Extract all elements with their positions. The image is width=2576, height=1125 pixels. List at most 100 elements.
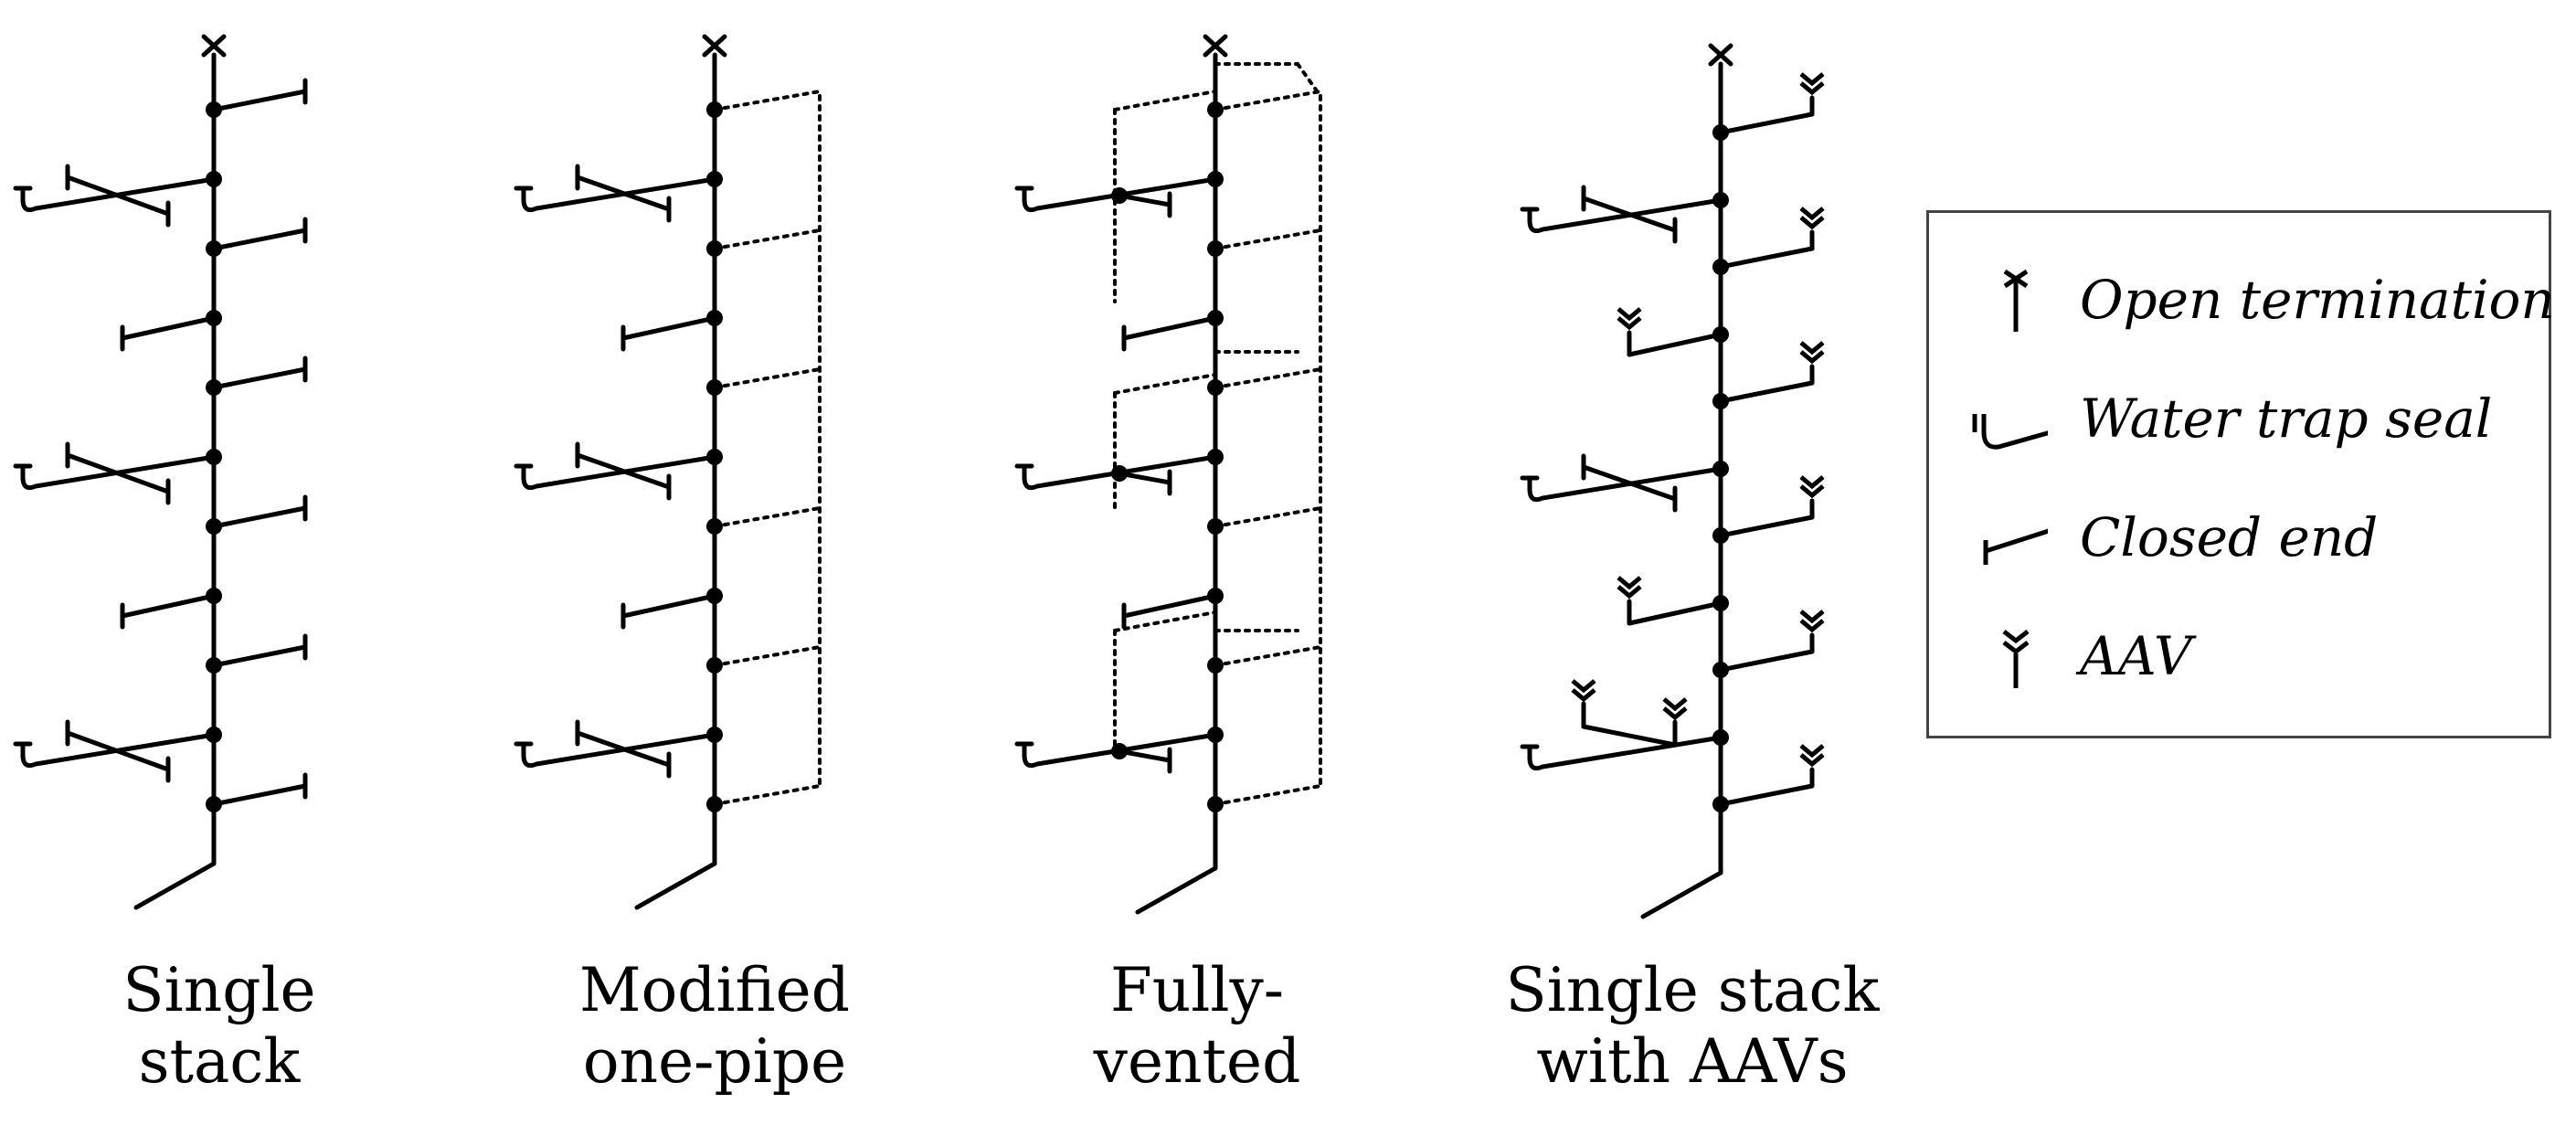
branch-pipe	[211, 366, 308, 390]
open-termination-icon	[702, 34, 727, 58]
water-trap-seal-icon	[1022, 454, 1216, 491]
aav-icon	[1799, 753, 1825, 768]
legend-label: Open termination	[2080, 269, 2555, 331]
crossing-branch	[575, 452, 672, 490]
legend-item-closed-end: Closed end	[1929, 496, 2554, 578]
water-trap-seal-icon	[1972, 414, 2048, 450]
branch-pipe	[211, 644, 308, 668]
branch-pipe	[620, 593, 717, 619]
aav-icon	[1799, 81, 1825, 96]
caption-line-1: Single	[122, 955, 316, 1025]
water-trap-seal-icon	[521, 176, 716, 213]
aav-icon	[1662, 706, 1688, 721]
branch-pipe	[1121, 315, 1218, 341]
legend: Open termination Water trap seal Closed …	[1926, 210, 2555, 738]
aav-icon	[1617, 585, 1642, 600]
stack-outlet	[133, 861, 217, 910]
branch-pipe	[120, 593, 217, 619]
aav-icon	[1799, 216, 1825, 230]
aav-icon	[2002, 630, 2030, 688]
aav-icon	[1799, 475, 1825, 490]
branch-pipe	[1121, 593, 1218, 619]
legend-item-aav: AAV	[1929, 615, 2554, 697]
crossing-branch	[1581, 196, 1678, 233]
legend-label: AAV	[2080, 625, 2192, 687]
legend-label: Closed end	[2080, 506, 2379, 568]
open-termination-icon	[201, 34, 227, 58]
vent-branch	[1214, 367, 1322, 389]
aav-icon	[1617, 316, 1642, 331]
caption-fully-vented: Fully- vented	[1005, 955, 1389, 1098]
branch-pipe	[1627, 600, 1723, 626]
branch-pipe	[211, 228, 308, 251]
open-termination-icon	[1203, 34, 1228, 58]
vent-branch	[1214, 90, 1322, 111]
crossing-branch	[1117, 748, 1172, 763]
crossing-branch	[1581, 464, 1678, 502]
water-trap-seal-icon	[1527, 197, 1722, 234]
branch-pipe	[1718, 515, 1815, 538]
water-trap-seal-icon	[20, 732, 215, 769]
aav-icon	[1799, 350, 1825, 365]
legend-label: Water trap seal	[2080, 387, 2493, 450]
water-trap-seal-icon	[20, 454, 215, 491]
caption-single-stack-aavs: Single stack with AAVs	[1500, 955, 1884, 1098]
caption-line-2: one-pipe	[582, 1026, 847, 1097]
branch-vent	[1113, 373, 1217, 395]
aav-icon	[1662, 697, 1688, 712]
water-trap-seal-icon	[1527, 466, 1722, 503]
aav-icon	[1799, 341, 1825, 356]
open-termination-icon	[2003, 269, 2029, 332]
water-trap-seal-icon	[521, 454, 716, 491]
vent-branch	[1214, 506, 1322, 528]
branch-pipe	[211, 783, 308, 807]
aav-icon	[1799, 72, 1825, 87]
caption-line-2: vented	[1093, 1026, 1301, 1097]
vent-branch	[1214, 784, 1322, 806]
stack-outlet	[1640, 870, 1723, 919]
legend-item-open-termination: Open termination	[1929, 259, 2555, 341]
aav-icon	[1799, 744, 1825, 759]
aav-icon	[1799, 484, 1825, 499]
caption-line-2: with AAVs	[1536, 1026, 1849, 1097]
branch-pipe	[620, 315, 717, 341]
branch-pipe	[211, 89, 308, 112]
water-trap-seal-icon	[20, 176, 215, 213]
crossing-branch	[575, 175, 672, 212]
branch-vent	[1113, 90, 1217, 111]
aav-icon	[1617, 576, 1642, 590]
water-trap-seal-icon	[521, 732, 716, 769]
vent-branch	[1214, 645, 1322, 667]
aav-icon	[1799, 619, 1825, 633]
crossing-branch	[1117, 193, 1172, 207]
crossing-branch	[65, 730, 171, 772]
branch-pipe	[120, 315, 217, 341]
vent-branch	[713, 228, 822, 250]
water-trap-seal-icon	[1527, 735, 1722, 771]
open-termination-icon	[1708, 43, 1733, 67]
water-trap-seal-icon	[1022, 176, 1216, 213]
crossing-branch	[1117, 471, 1172, 485]
branch-pipe	[1718, 246, 1815, 270]
vent-branch	[713, 90, 822, 111]
aav-icon	[1617, 307, 1642, 322]
aav-icon	[1571, 688, 1596, 703]
branch-pipe	[1718, 111, 1815, 135]
vent-branch	[1214, 228, 1322, 250]
caption-single-stack: Single stack	[27, 955, 411, 1098]
branch-vent	[1113, 610, 1217, 632]
legend-item-water-trap-seal: Water trap seal	[1929, 377, 2554, 460]
branch-pipe	[1627, 332, 1723, 357]
closed-end-icon	[1983, 528, 2048, 565]
branch-pipe	[211, 505, 308, 529]
water-trap-seal-icon	[1022, 732, 1216, 769]
aav-icon	[1571, 679, 1596, 694]
crossing-branch	[65, 452, 171, 494]
stack-outlet	[634, 861, 717, 910]
caption-line-1: Fully-	[1109, 955, 1285, 1025]
stack-outlet	[1135, 865, 1218, 915]
vent-branch	[713, 784, 822, 806]
crossing-branch	[575, 730, 672, 768]
